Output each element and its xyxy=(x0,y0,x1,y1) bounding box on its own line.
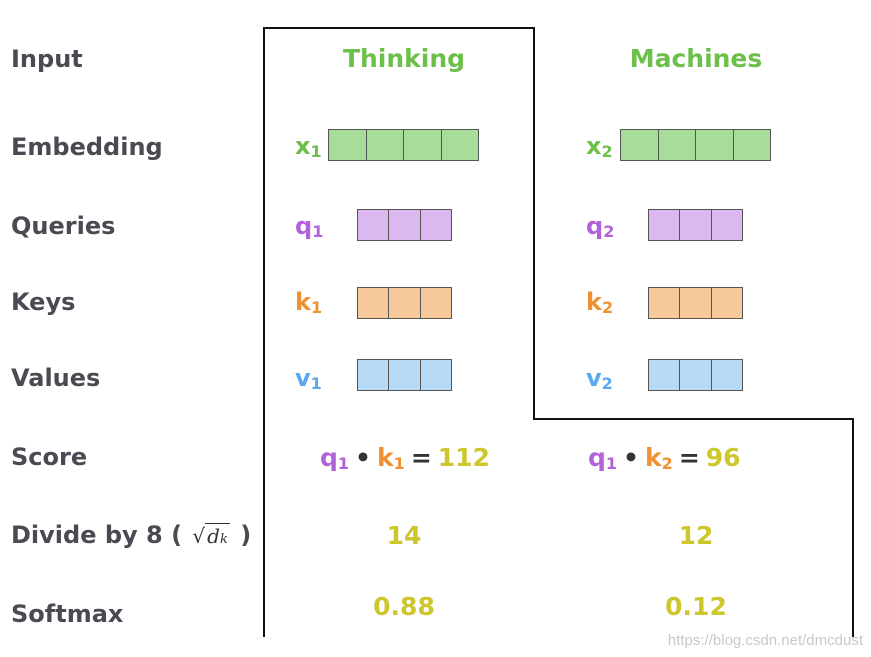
row-label-divide: Divide by 8 ( √dk ) xyxy=(11,521,252,549)
vector-label-q2: q2 xyxy=(586,212,615,241)
score-value-2: 96 xyxy=(705,443,741,472)
sqrt-var: d xyxy=(207,524,220,548)
query-vector-q2 xyxy=(648,209,743,241)
vector-cell xyxy=(680,288,712,318)
row-label-score: Score xyxy=(11,443,88,471)
vector-cell xyxy=(649,210,681,240)
softmax-value-2: 0.12 xyxy=(665,592,727,621)
vector-cell xyxy=(649,288,681,318)
vector-label-v1: v1 xyxy=(295,364,322,393)
vector-label-q1: q1 xyxy=(295,212,324,241)
query-vector-q1 xyxy=(357,209,452,241)
row-label-values: Values xyxy=(11,364,101,392)
vector-cell xyxy=(389,288,421,318)
row-label-keys: Keys xyxy=(11,288,76,316)
divide-prefix: Divide by 8 ( xyxy=(11,521,183,549)
watermark: https://blog.csdn.net/dmcdust xyxy=(667,632,863,649)
sqrt-sub: k xyxy=(219,532,228,547)
vector-cell xyxy=(389,360,421,390)
vector-cell xyxy=(712,210,742,240)
vector-cell xyxy=(442,130,479,160)
row-label-embedding: Embedding xyxy=(11,133,163,161)
sqrt-dk-formula: √dk xyxy=(192,523,230,548)
softmax-value-1: 0.88 xyxy=(373,592,435,621)
divide-suffix: ) xyxy=(240,521,252,549)
score-value-1: 112 xyxy=(437,443,490,472)
vector-cell xyxy=(367,130,404,160)
vector-label-v2: v2 xyxy=(586,364,613,393)
word-machines: Machines xyxy=(629,44,763,73)
vector-cell xyxy=(404,130,442,160)
vector-cell xyxy=(659,130,696,160)
row-label-queries: Queries xyxy=(11,212,116,240)
divided-value-1: 14 xyxy=(386,521,422,550)
vector-cell xyxy=(696,130,734,160)
vector-cell xyxy=(680,210,712,240)
vector-cell xyxy=(649,360,681,390)
vector-cell xyxy=(712,360,742,390)
vector-cell xyxy=(329,130,367,160)
vector-cell xyxy=(421,360,451,390)
row-label-input: Input xyxy=(11,45,83,73)
vector-cell xyxy=(712,288,742,318)
row-label-softmax: Softmax xyxy=(11,600,124,628)
vector-cell xyxy=(421,210,451,240)
score-expression-1: q1•k1=112 xyxy=(320,443,490,473)
embedding-vector-x2 xyxy=(620,129,771,161)
divided-value-2: 12 xyxy=(678,521,714,550)
vector-cell xyxy=(421,288,451,318)
key-vector-k1 xyxy=(357,287,452,319)
vector-cell xyxy=(358,288,390,318)
word-thinking: Thinking xyxy=(342,44,466,73)
vector-label-x1: x1 xyxy=(295,132,322,161)
key-vector-k2 xyxy=(648,287,743,319)
value-vector-v2 xyxy=(648,359,743,391)
vector-cell xyxy=(358,210,390,240)
vector-label-k2: k2 xyxy=(586,288,614,317)
vector-cell xyxy=(680,360,712,390)
score-expression-2: q1•k2=96 xyxy=(588,443,741,473)
vector-cell xyxy=(621,130,659,160)
vector-label-x2: x2 xyxy=(586,132,613,161)
embedding-vector-x1 xyxy=(328,129,479,161)
vector-cell xyxy=(734,130,771,160)
vector-label-k1: k1 xyxy=(295,288,323,317)
vector-cell xyxy=(389,210,421,240)
vector-cell xyxy=(358,360,390,390)
value-vector-v1 xyxy=(357,359,452,391)
